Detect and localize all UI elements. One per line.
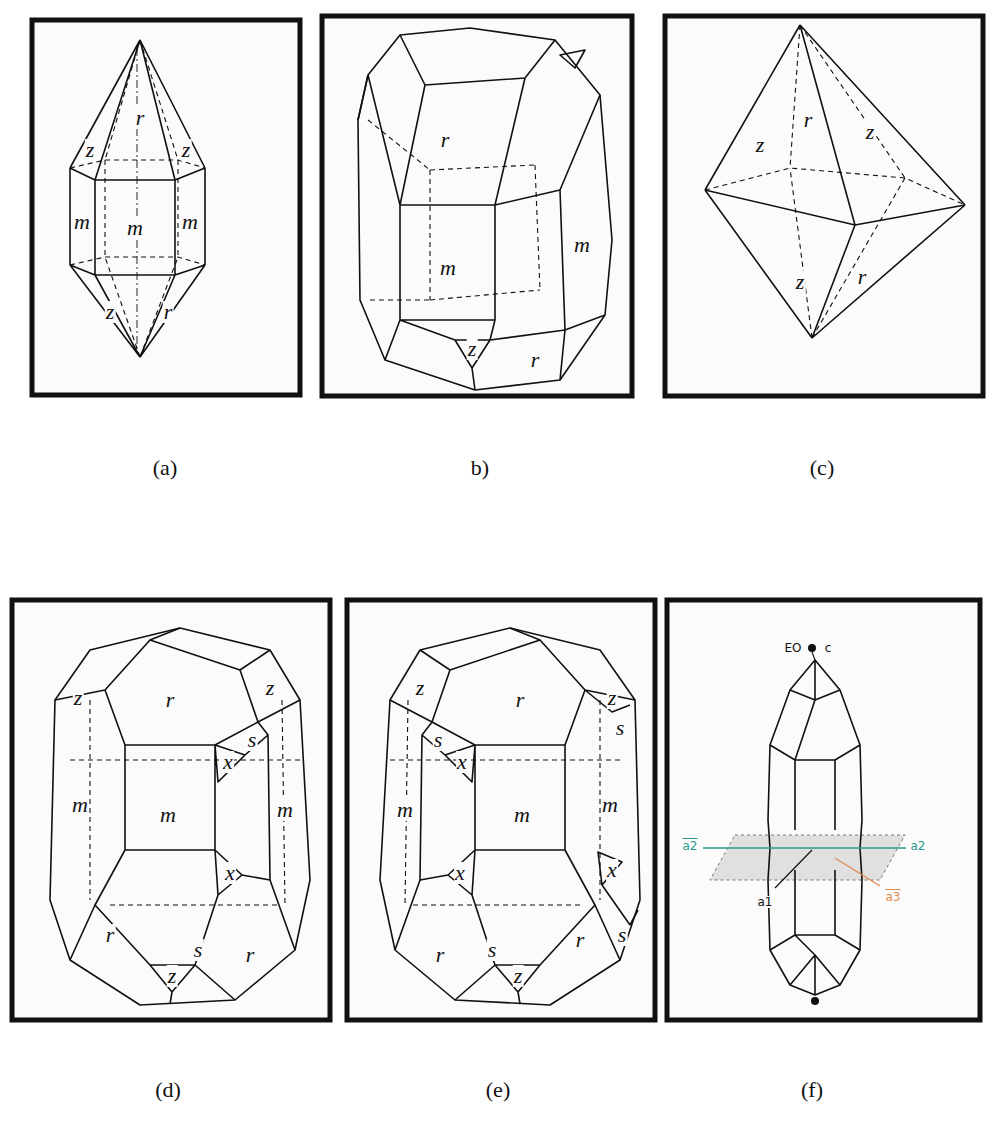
- crystal-f-part: [710, 835, 905, 880]
- figure-caption: (a): [153, 457, 177, 479]
- face-label: z: [513, 965, 524, 987]
- crystal-c: [705, 25, 965, 338]
- face-label: s: [247, 729, 258, 751]
- panel-frames-part: [665, 16, 983, 396]
- crystal-b-part: [358, 35, 605, 390]
- face-label: z: [73, 687, 84, 709]
- face-label: r: [515, 689, 526, 711]
- crystal-e-part: [390, 628, 635, 1004]
- crystal-b-part: [368, 120, 540, 300]
- crystal-f: [703, 644, 906, 1005]
- crystal-e: [380, 628, 640, 1005]
- panel-frames: [12, 16, 983, 1020]
- axis-label: a2: [910, 840, 927, 852]
- face-label: z: [181, 139, 192, 161]
- crystal-b: [358, 28, 612, 390]
- figure-caption: (e): [486, 1079, 510, 1101]
- panel-frames-part: [12, 600, 330, 1020]
- figure-caption: (f): [801, 1079, 823, 1101]
- panel-frames-part: [32, 20, 300, 395]
- face-label: m: [396, 799, 414, 821]
- face-label: z: [105, 301, 116, 323]
- face-label: m: [73, 211, 91, 233]
- face-label: s: [193, 939, 204, 961]
- face-label: m: [439, 257, 457, 279]
- face-label: z: [795, 271, 806, 293]
- crystal-a-part: [70, 40, 205, 357]
- face-label: m: [601, 794, 619, 816]
- panel-frames-part: [347, 600, 655, 1020]
- face-label: z: [755, 134, 766, 156]
- face-label: r: [440, 129, 451, 151]
- crystal-a-part: [137, 48, 138, 350]
- face-label: z: [85, 139, 96, 161]
- crystal-f-part: [770, 660, 860, 995]
- face-label: s: [617, 924, 628, 946]
- crystal-e-part: [585, 690, 638, 925]
- crystal-d: [50, 628, 310, 1005]
- crystal-c-part: [705, 25, 965, 338]
- crystal-d-part: [50, 628, 310, 1005]
- figure-caption: (c): [810, 457, 834, 479]
- face-label: s: [615, 717, 626, 739]
- crystal-f-part: [768, 660, 862, 995]
- crystal-f-part: [812, 652, 815, 660]
- panel-frames-part: [667, 600, 980, 1020]
- face-label: r: [530, 349, 541, 371]
- face-label: s: [487, 939, 498, 961]
- face-label: m: [513, 804, 531, 826]
- crystal-c-part: [705, 25, 965, 338]
- face-label: m: [159, 804, 177, 826]
- crystal-a-part: [70, 40, 205, 357]
- axis-label: a3: [885, 891, 902, 903]
- crystal-b-part: [358, 28, 612, 390]
- crystal-f-part: [835, 858, 880, 886]
- crystal-f-part: [703, 847, 906, 848]
- crystal-f-part: [808, 644, 816, 652]
- face-label: m: [71, 794, 89, 816]
- crystal-a: [70, 40, 205, 357]
- face-label: r: [105, 924, 116, 946]
- face-label: r: [245, 944, 256, 966]
- face-label: r: [435, 944, 446, 966]
- face-label: x: [454, 862, 466, 884]
- face-label: m: [276, 799, 294, 821]
- face-label: r: [163, 301, 174, 323]
- face-label: x: [456, 751, 468, 773]
- face-label: m: [181, 211, 199, 233]
- face-label: m: [126, 217, 144, 239]
- face-label: z: [467, 338, 478, 360]
- figure-caption: b): [471, 457, 489, 479]
- crystal-f-part: [775, 850, 812, 888]
- face-label: r: [857, 266, 868, 288]
- face-label: z: [865, 121, 876, 143]
- figure-caption: (d): [155, 1079, 181, 1101]
- face-label: r: [165, 689, 176, 711]
- crystal-d-part: [55, 628, 300, 1004]
- face-label: r: [575, 929, 586, 951]
- crystal-e-part: [380, 628, 640, 1005]
- face-label: z: [167, 965, 178, 987]
- face-label: s: [433, 729, 444, 751]
- face-label: x: [606, 859, 618, 881]
- axis-label: a2: [682, 840, 699, 852]
- crystal-f-part: [811, 997, 819, 1005]
- face-label: z: [607, 687, 618, 709]
- face-label: x: [224, 862, 236, 884]
- panel-frames-part: [322, 16, 632, 396]
- face-label: r: [803, 109, 814, 131]
- face-label: z: [415, 677, 426, 699]
- axis-label: c: [824, 642, 833, 654]
- face-label: r: [135, 107, 146, 129]
- face-label: m: [573, 234, 591, 256]
- axis-label: EO: [783, 642, 802, 654]
- face-label: x: [222, 751, 234, 773]
- face-label: z: [265, 677, 276, 699]
- axis-label: a1: [757, 896, 774, 908]
